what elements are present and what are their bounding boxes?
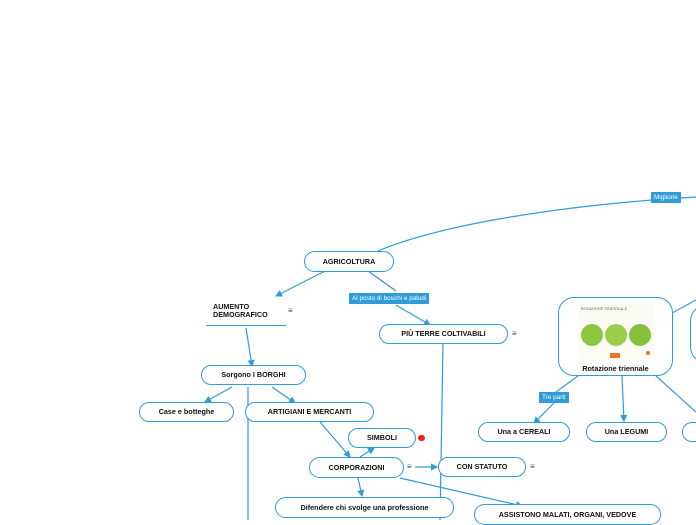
node-una-a-cereali[interactable]: Una a CEREALI [478,422,570,442]
underline-aumento [206,325,286,326]
node-difendere[interactable]: Difendere chi svolge una professione [275,497,454,518]
node-rotazione-triennale[interactable]: ROTAZIONE TRIENNALE Rotazione triennale [558,297,673,376]
note-icon[interactable]: ≡ [407,462,412,471]
node-partial-right[interactable] [690,305,696,363]
thumbnail-marker [610,353,620,358]
edge-agricoltura-migliorie [377,196,696,252]
field-circle-3 [629,324,651,346]
tag-tre-parti[interactable]: Tre parti [539,392,569,403]
tag-boschi-paludi[interactable]: Al posto di boschi e paludi [349,293,430,304]
node-assistono[interactable]: ASSISTONO MALATI, ORGANI, VEDOVE [474,504,661,525]
badge-icon [418,435,425,441]
node-con-statuto[interactable]: CON STATUTO [438,457,526,477]
field-circle-2 [605,324,627,346]
note-icon[interactable]: ≡ [512,329,517,338]
node-artigiani-e-mercanti[interactable]: ARTIGIANI E MERCANTI [245,402,374,422]
rotation-thumbnail: ROTAZIONE TRIENNALE [579,304,654,359]
node-aumento-demografico[interactable]: AUMENTO DEMOGRAFICO [213,302,268,320]
rotazione-label: Rotazione triennale [582,364,649,373]
node-una-legumi[interactable]: Una LEGUMI [586,422,667,442]
node-piu-terre-coltivabili[interactable]: PIÙ TERRE COLTIVABILI [379,324,508,344]
node-case-e-botteghe[interactable]: Case e botteghe [139,402,234,422]
note-icon[interactable]: ≡ [288,306,293,315]
node-corporazioni[interactable]: CORPORAZIONI [309,457,404,478]
node-agricoltura[interactable]: AGRICOLTURA [304,251,394,272]
thumbnail-dot [646,351,650,355]
node-partial-right-2[interactable] [682,422,696,442]
node-simboli[interactable]: SIMBOLI [348,428,416,448]
note-icon[interactable]: ≡ [530,462,535,471]
tag-migliorie[interactable]: Migliorie [651,192,681,203]
thumbnail-title: ROTAZIONE TRIENNALE [581,307,628,311]
node-sorgono-i-borghi[interactable]: Sorgono I BORGHI [201,365,306,385]
field-circle-1 [581,324,603,346]
